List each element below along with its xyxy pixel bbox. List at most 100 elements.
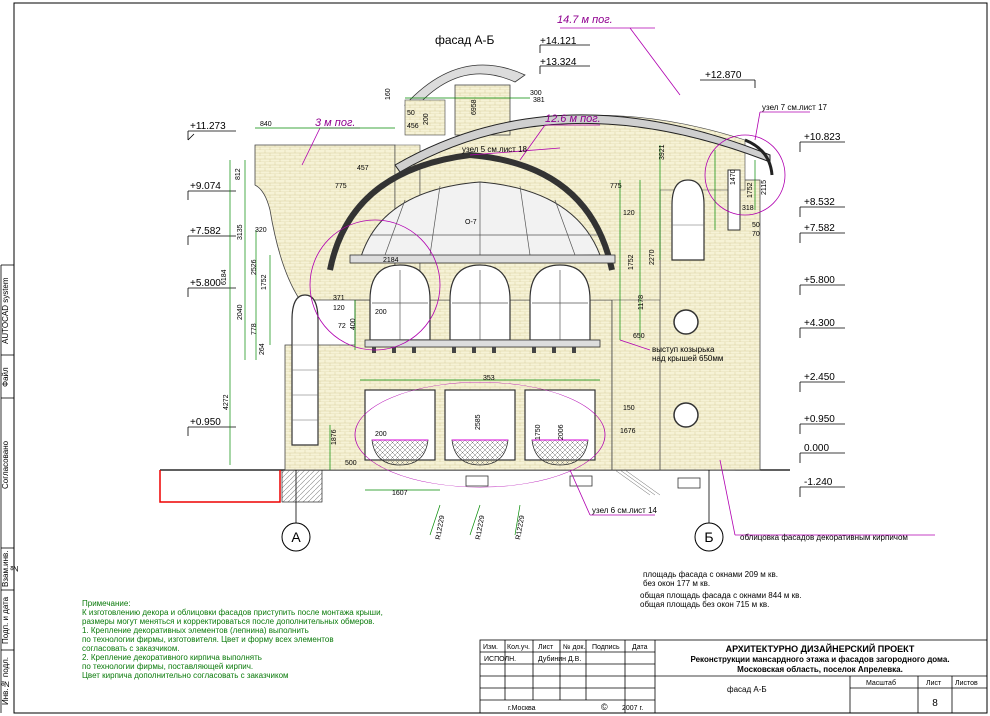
dimension-lines xyxy=(229,97,756,536)
dim: 72 xyxy=(338,323,346,330)
roof-length-left: 3 м пог. xyxy=(315,117,355,129)
stamp-h-sheets: Листов xyxy=(955,680,978,687)
stamp-h-ndok: № док. xyxy=(563,644,585,651)
elev-right-1: +12.870 xyxy=(705,70,742,81)
cladding-note: облицовка фасадов декоративным кирпичом xyxy=(740,533,908,542)
side-label-autocad: AUTOCAD system xyxy=(1,277,10,345)
dim: 200 xyxy=(375,431,387,438)
dim: 1470 xyxy=(730,169,737,185)
stamp-ispoln: ИСПОЛН. xyxy=(484,656,516,663)
node-7-label: узел 7 см.лист 17 xyxy=(762,103,828,112)
side-strip xyxy=(0,264,14,713)
axis-a xyxy=(281,470,311,552)
side-label-inv: Инв.№ подл. xyxy=(1,656,10,706)
stamp-sheet-no: 8 xyxy=(932,698,938,709)
stamp-year: 2007 г. xyxy=(622,705,643,712)
side-label-file: Файл xyxy=(1,367,10,387)
dim: 1750 xyxy=(535,424,542,440)
dim: 6184 xyxy=(221,269,228,285)
notes-line: Цвет кирпича дополнительно согласовать с… xyxy=(82,671,289,680)
node-6-label: узел 6 см.лист 14 xyxy=(592,506,658,515)
dim: 4272 xyxy=(223,394,230,410)
dim: 840 xyxy=(260,121,272,128)
dim: 70 xyxy=(752,231,760,238)
dim: 150 xyxy=(623,405,635,412)
elev-left-3: +7.582 xyxy=(190,226,221,237)
stamp-sheet-name: фасад А-Б xyxy=(727,685,767,694)
title-block-text: Изм. Кол.уч. Лист № док. Подпись Дата ИС… xyxy=(483,644,978,712)
axis-b-label: Б xyxy=(704,529,713,545)
dim: 456 xyxy=(407,123,419,130)
dim: 3135 xyxy=(237,224,244,240)
elev-top-1: +14.121 xyxy=(540,36,577,47)
elev-right-10: -1.240 xyxy=(804,477,833,488)
foundation-hatch xyxy=(281,469,323,503)
annotation-leaders xyxy=(301,27,935,536)
stamp-h-podp: Подпись xyxy=(592,644,620,651)
stamp-project-title: АРХИТЕКТУРНО ДИЗАЙНЕРСКИЙ ПРОЕКТ xyxy=(726,643,915,654)
dim: 200 xyxy=(375,309,387,316)
dim: 264 xyxy=(259,343,266,355)
notes-line: по технологии фирмы, изготовителя. Цвет … xyxy=(82,635,334,644)
dim: 2184 xyxy=(383,257,399,264)
dim: 775 xyxy=(610,183,622,190)
elev-markers-left xyxy=(187,130,236,436)
elev-right-5: +5.800 xyxy=(804,275,835,286)
building xyxy=(254,64,774,496)
stamp-h-izm: Изм. xyxy=(483,644,498,651)
dim: 775 xyxy=(335,183,347,190)
radius-3: R12229 xyxy=(515,515,526,540)
canopy-note-2: над крышей 650мм xyxy=(652,354,723,363)
dim: 318 xyxy=(742,205,754,212)
dim: 200 xyxy=(423,113,430,125)
roof-length-mid: 12.6 м пог. xyxy=(545,113,601,125)
side-label-sign-date: Подп. и дата xyxy=(1,596,10,644)
dim: 50 xyxy=(407,110,415,117)
dim: 320 xyxy=(255,227,267,234)
dimension-values: 840 457 775 775 812 6184 3135 320 2526 1… xyxy=(221,88,768,497)
side-label-replace: Взам.инв.№ xyxy=(1,550,19,588)
notes-block: Примечание: К изготовлению декора и обли… xyxy=(82,599,383,680)
dim: 371 xyxy=(333,295,345,302)
roof-length-top: 14.7 м пог. xyxy=(557,14,613,26)
stamp-project-loc: Московская область, поселок Апрелевка. xyxy=(737,665,903,674)
dim: 500 xyxy=(345,460,357,467)
side-label-agreed: Согласовано xyxy=(1,440,10,490)
dim: 1752 xyxy=(628,254,635,270)
dim: 2040 xyxy=(237,304,244,320)
elev-right-2: +10.823 xyxy=(804,132,841,143)
dim: 1178 xyxy=(638,295,645,310)
dim: 400 xyxy=(350,318,357,330)
dim: 1876 xyxy=(331,429,338,445)
elev-top-2: +13.324 xyxy=(540,57,577,68)
stamp-h-sheet: Лист xyxy=(926,680,942,687)
radius-2: R12229 xyxy=(475,515,486,540)
elev-left-5: +0.950 xyxy=(190,417,221,428)
dim: 2526 xyxy=(251,259,258,275)
notes-line: 2. Крепление декоративного кирпича выпол… xyxy=(82,653,262,662)
stamp-author: Дубинин Д.В. xyxy=(538,655,581,663)
area-2: без окон 177 м кв. xyxy=(643,579,710,588)
area-3: общая площадь фасада с окнами 844 м кв. xyxy=(640,591,802,600)
radius-1: R12229 xyxy=(435,515,446,540)
area-4: общая площадь без окон 715 м кв. xyxy=(640,600,769,609)
facade-title: фасад А-Б xyxy=(435,33,495,47)
axis-b xyxy=(694,470,724,552)
dim: 6958 xyxy=(471,99,478,115)
window-tag: О-7 xyxy=(465,219,477,226)
stamp-h-kol: Кол.уч. xyxy=(507,644,530,651)
stamp-city: г.Москва xyxy=(508,705,536,712)
dim: 353 xyxy=(483,375,495,382)
dim: 1607 xyxy=(392,490,408,497)
elev-right-6: +4.300 xyxy=(804,318,835,329)
dim: 50 xyxy=(752,222,760,229)
dim: 2585 xyxy=(475,414,482,430)
dim: 1676 xyxy=(620,428,636,435)
canopy-note-1: выступ козырька xyxy=(652,345,715,354)
dim: 2115 xyxy=(761,180,768,195)
notes-line: 1. Крепление декоративных элементов (леп… xyxy=(82,626,309,635)
dim: 1752 xyxy=(261,274,268,290)
stamp-project-sub: Реконструкции мансардного этажа и фасадо… xyxy=(690,655,949,664)
stamp-copyright: © xyxy=(601,702,608,712)
